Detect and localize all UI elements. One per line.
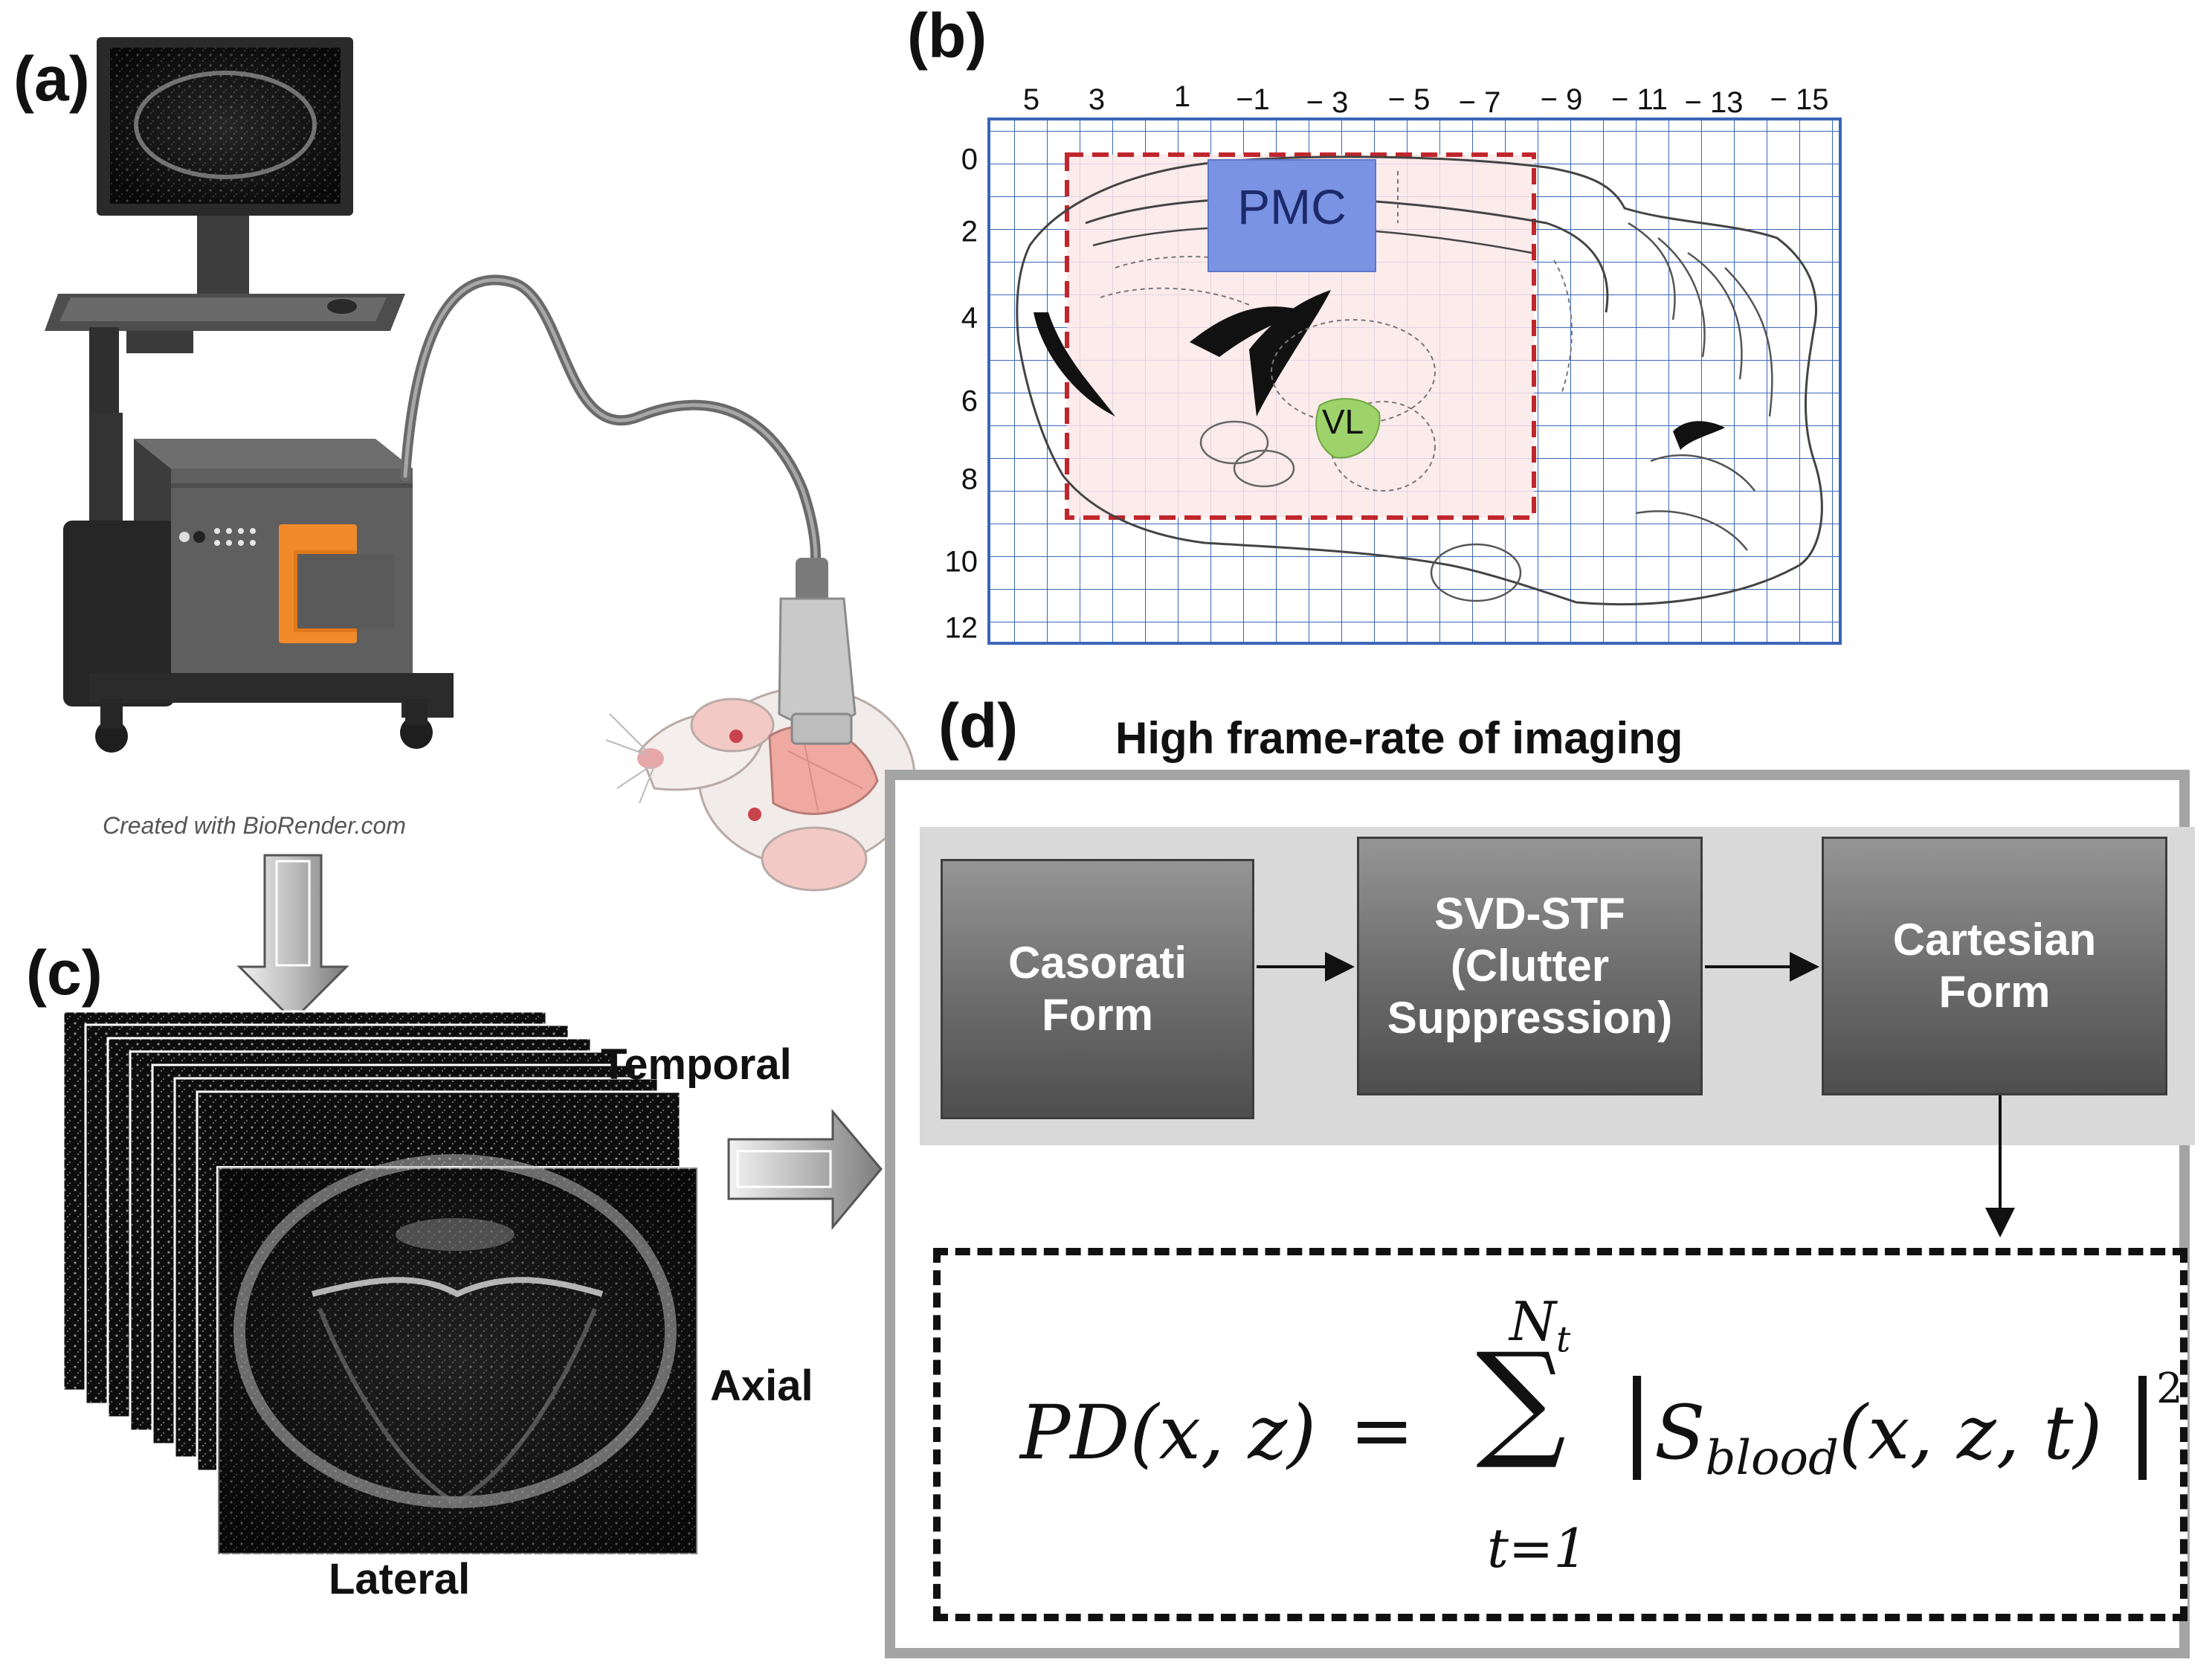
abs-bar-left: | xyxy=(1619,1359,1655,1481)
panel-label-a: (a) xyxy=(13,44,90,114)
axis-label-temporal: Temporal xyxy=(601,1040,792,1089)
ultrasound-frame-stack xyxy=(62,1010,699,1556)
panel-label-c: (c) xyxy=(26,938,103,1008)
y-tick: 10 xyxy=(944,545,978,579)
sum-upper-subscript: t xyxy=(1556,1319,1571,1361)
axis-label-lateral: Lateral xyxy=(329,1555,471,1603)
x-tick: − 5 xyxy=(1387,83,1431,116)
panel-label-d: (d) xyxy=(938,691,1019,761)
step-cartesian: Cartesian Form xyxy=(1822,837,2167,1095)
axis-label-axial: Axial xyxy=(710,1362,813,1410)
panel-label-b: (b) xyxy=(907,1,987,71)
brain-atlas-panel xyxy=(987,117,1842,645)
signal-args: (x, z, t) xyxy=(1838,1389,2103,1476)
y-tick: 2 xyxy=(961,215,978,248)
x-tick: − 13 xyxy=(1684,86,1744,119)
y-tick: 4 xyxy=(961,301,978,335)
equation-equals: = xyxy=(1350,1385,1415,1475)
x-tick: − 9 xyxy=(1540,83,1583,116)
x-tick: − 11 xyxy=(1611,83,1668,116)
x-tick: − 15 xyxy=(1770,83,1829,116)
x-tick: − 3 xyxy=(1306,86,1349,119)
sum-upper-limit: Nt xyxy=(1509,1290,1570,1360)
y-tick: 0 xyxy=(961,143,978,176)
step-label: Casorati Form xyxy=(1007,937,1187,1040)
sum-lower-limit: t=1 xyxy=(1487,1517,1588,1580)
signal-term: Sblood(x, z, t) xyxy=(1654,1389,2102,1486)
sum-upper-symbol: N xyxy=(1509,1290,1556,1353)
signal-subscript: blood xyxy=(1705,1431,1839,1486)
x-tick: 1 xyxy=(1173,80,1191,113)
x-tick: 5 xyxy=(1022,83,1040,116)
x-tick: −1 xyxy=(1236,83,1270,116)
x-tick: 3 xyxy=(1088,83,1106,116)
step-svd-stf: SVD-STF (Clutter Suppression) xyxy=(1357,837,1703,1095)
y-tick: 8 xyxy=(961,463,978,496)
down-arrow xyxy=(236,854,349,1023)
y-tick: 6 xyxy=(961,384,978,418)
abs-bar-right: | xyxy=(2125,1359,2161,1481)
signal-symbol: S xyxy=(1654,1389,1706,1476)
x-tick: − 7 xyxy=(1458,86,1501,119)
biorender-credit: Created with BioRender.com xyxy=(103,812,406,839)
ultrasound-machine-illustration xyxy=(45,37,821,753)
region-label-vl: VL xyxy=(1322,402,1364,441)
equation-box xyxy=(933,1248,2187,1621)
equation-lhs: PD(x, z) xyxy=(1020,1389,1317,1476)
step-casorati: Casorati Form xyxy=(941,859,1254,1119)
region-label-pmc: PMC xyxy=(1237,179,1347,234)
rat-with-probe-illustration xyxy=(605,558,916,892)
panel-d-title: High frame-rate of imaging xyxy=(1115,713,1683,763)
sum-symbol: ∑ xyxy=(1476,1326,1567,1473)
exponent: 2 xyxy=(2156,1365,2183,1413)
right-arrow xyxy=(727,1108,883,1231)
y-tick: 12 xyxy=(944,611,978,645)
step-label: Cartesian Form xyxy=(1892,914,2097,1017)
step-label: SVD-STF (Clutter Suppression) xyxy=(1387,888,1673,1043)
